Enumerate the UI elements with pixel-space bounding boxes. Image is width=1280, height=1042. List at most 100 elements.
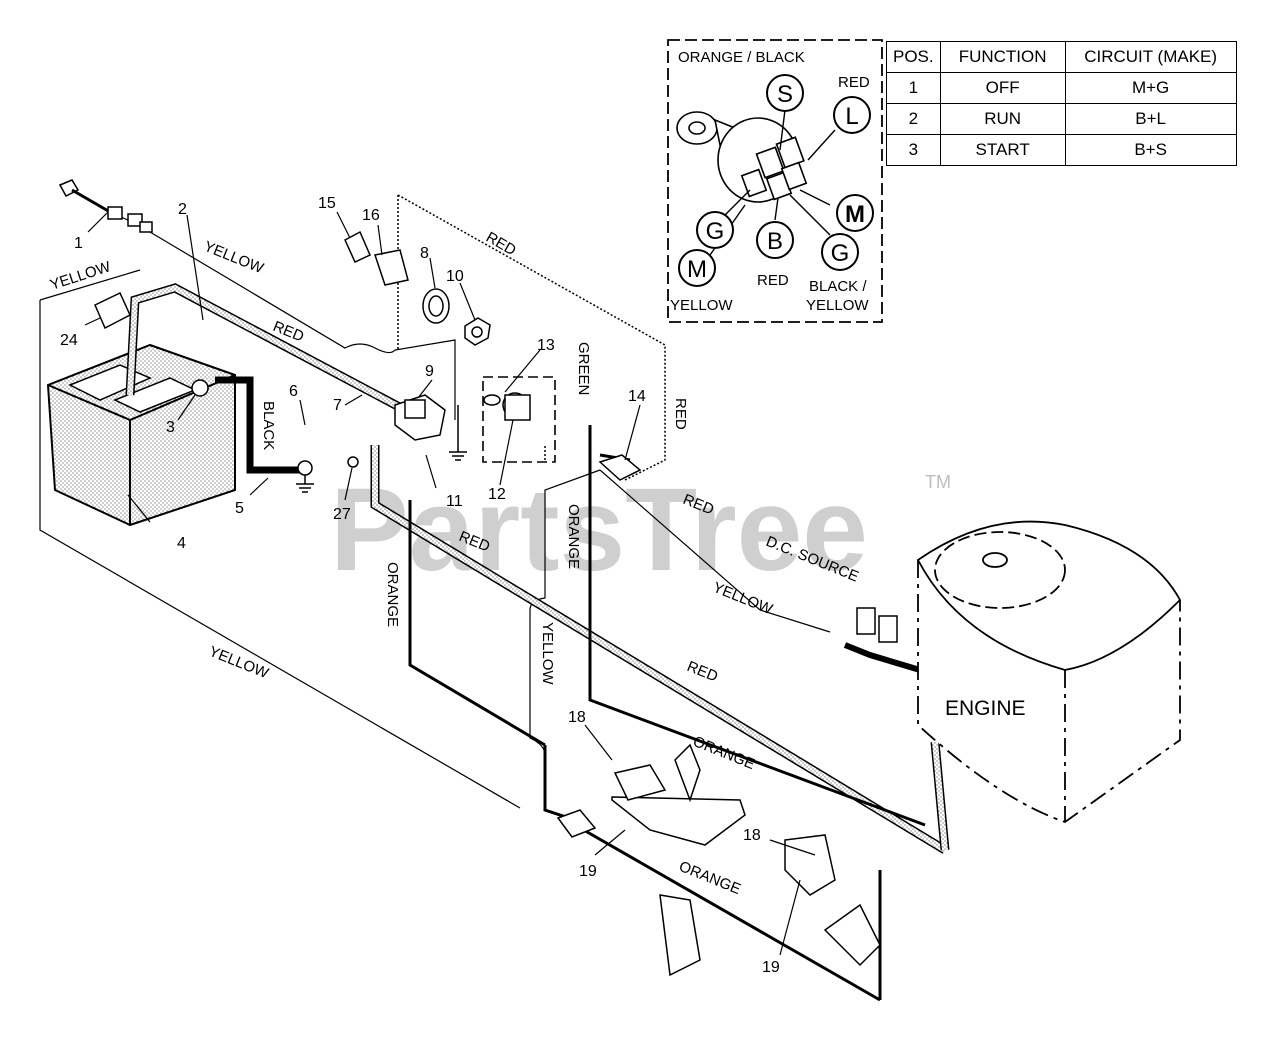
- engine: [916, 520, 1182, 824]
- inset-terminal-g2: G: [821, 233, 859, 271]
- table-cell-circuit: B+L: [1064, 103, 1237, 135]
- inset-label-red-l: RED: [838, 74, 870, 91]
- terminal-l-label: L: [845, 103, 858, 130]
- part-14: 14: [628, 388, 646, 405]
- inset-terminal-g1: G: [696, 211, 734, 249]
- washer-6: [297, 460, 313, 476]
- terminal-b-label: B: [767, 228, 783, 255]
- part-12: 12: [488, 486, 506, 503]
- part-9: 9: [425, 363, 434, 380]
- dc-source-connector: [843, 607, 921, 673]
- part-1: 1: [74, 235, 83, 252]
- part-19b: 19: [762, 959, 780, 976]
- part-2: 2: [178, 201, 187, 218]
- part-8: 8: [420, 245, 429, 262]
- inset-label-yellow-m: YELLOW: [670, 297, 733, 314]
- terminal-g2-label: G: [831, 240, 850, 267]
- wire-label-orange-d: ORANGE: [677, 858, 744, 898]
- ground-symbol: [296, 405, 467, 493]
- bezel-8: [422, 288, 450, 324]
- inset-label-orange-black: ORANGE / BLACK: [678, 49, 805, 66]
- black-cable: [215, 376, 300, 474]
- part-11: 11: [446, 493, 463, 510]
- inset-label-black-yellow-2: YELLOW: [806, 297, 869, 314]
- wire-label-yellow-b: YELLOW: [202, 238, 267, 277]
- clip-16: [374, 249, 409, 286]
- table-cell-function: OFF: [939, 72, 1066, 104]
- part-27: 27: [333, 506, 351, 523]
- table-header-row: POS. FUNCTION CIRCUIT (MAKE): [886, 41, 1237, 73]
- wire-label-yellow-c: YELLOW: [207, 643, 272, 682]
- wire-label-red-f: RED: [685, 658, 721, 686]
- inset-terminal-m1: M: [678, 249, 716, 287]
- switch-bracket-19a: [611, 743, 746, 846]
- wire-label-red-c: RED: [672, 398, 689, 430]
- part-10: 10: [446, 268, 464, 285]
- leader-lines: [84, 211, 816, 956]
- wire-label-red-a: RED: [483, 229, 519, 260]
- table-cell-function: START: [939, 134, 1066, 166]
- table-header-circuit: CIRCUIT (MAKE): [1064, 41, 1237, 73]
- terminal-m2-label: M: [845, 201, 865, 228]
- table-cell-pos: 2: [886, 103, 941, 135]
- part-18b: 18: [743, 827, 761, 844]
- wire-label-yellow-a: YELLOW: [48, 258, 114, 294]
- inset-label-red-b: RED: [757, 272, 789, 289]
- table-row: 2 RUN B+L: [886, 103, 1237, 135]
- wire-label-orange-b: ORANGE: [565, 504, 582, 569]
- table-row: 3 START B+S: [886, 134, 1237, 166]
- wire-label-black: BLACK: [260, 401, 277, 450]
- table-cell-circuit: M+G: [1064, 72, 1237, 104]
- watermark-tm: TM: [925, 472, 951, 492]
- inset-terminal-l: L: [833, 96, 871, 134]
- table-cell-pos: 3: [886, 134, 941, 166]
- inset-label-black-yellow-1: BLACK /: [809, 278, 867, 295]
- part-15: 15: [318, 195, 336, 212]
- terminal-m1-label: M: [687, 256, 707, 283]
- part-5: 5: [235, 500, 244, 517]
- part-19a: 19: [579, 863, 597, 880]
- table-header-pos: POS.: [886, 41, 941, 73]
- wire-label-orange-c: ORANGE: [691, 733, 758, 773]
- red-dashed-loop: [397, 194, 666, 481]
- table-cell-function: RUN: [939, 103, 1066, 135]
- terminal-s-label: S: [777, 81, 793, 108]
- part-18a: 18: [568, 709, 586, 726]
- circuit-table: POS. FUNCTION CIRCUIT (MAKE) 1 OFF M+G 2…: [886, 41, 1237, 166]
- inset-terminal-m2: M: [836, 194, 874, 232]
- battery: [46, 343, 236, 527]
- yellow-harness: [39, 211, 831, 810]
- table-cell-pos: 1: [886, 72, 941, 104]
- key-15: [344, 230, 371, 263]
- part-4: 4: [177, 535, 186, 552]
- table-cell-circuit: B+S: [1064, 134, 1237, 166]
- inset-box: [667, 39, 883, 323]
- engine-label: ENGINE: [945, 697, 1026, 720]
- connector-24: [94, 291, 131, 330]
- wire-label-yellow-d: YELLOW: [539, 622, 556, 685]
- terminal-g1-label: G: [706, 218, 725, 245]
- ignition-box: [482, 376, 556, 463]
- inset-terminal-b: B: [756, 221, 794, 259]
- part-3: 3: [166, 419, 175, 436]
- part-6: 6: [289, 383, 298, 400]
- harness-connector-1: [58, 179, 153, 233]
- red-cable: [125, 283, 950, 854]
- ignition-switch: [483, 392, 531, 421]
- washer-3: [191, 379, 209, 397]
- connector-14: [598, 454, 642, 481]
- part-13: 13: [537, 337, 555, 354]
- table-row: 1 OFF M+G: [886, 72, 1237, 104]
- inset-terminal-s: S: [766, 74, 804, 112]
- inset-keyswitch: [676, 111, 808, 203]
- part-24: 24: [60, 332, 78, 349]
- nut-10: [464, 317, 491, 346]
- connector-bottom: [556, 809, 881, 977]
- part-16: 16: [362, 207, 380, 224]
- table-header-function: FUNCTION: [939, 41, 1066, 73]
- wire-label-orange-a: ORANGE: [384, 562, 401, 627]
- part-7: 7: [333, 397, 342, 414]
- wire-label-green: GREEN: [575, 342, 592, 395]
- washer-27: [347, 456, 359, 468]
